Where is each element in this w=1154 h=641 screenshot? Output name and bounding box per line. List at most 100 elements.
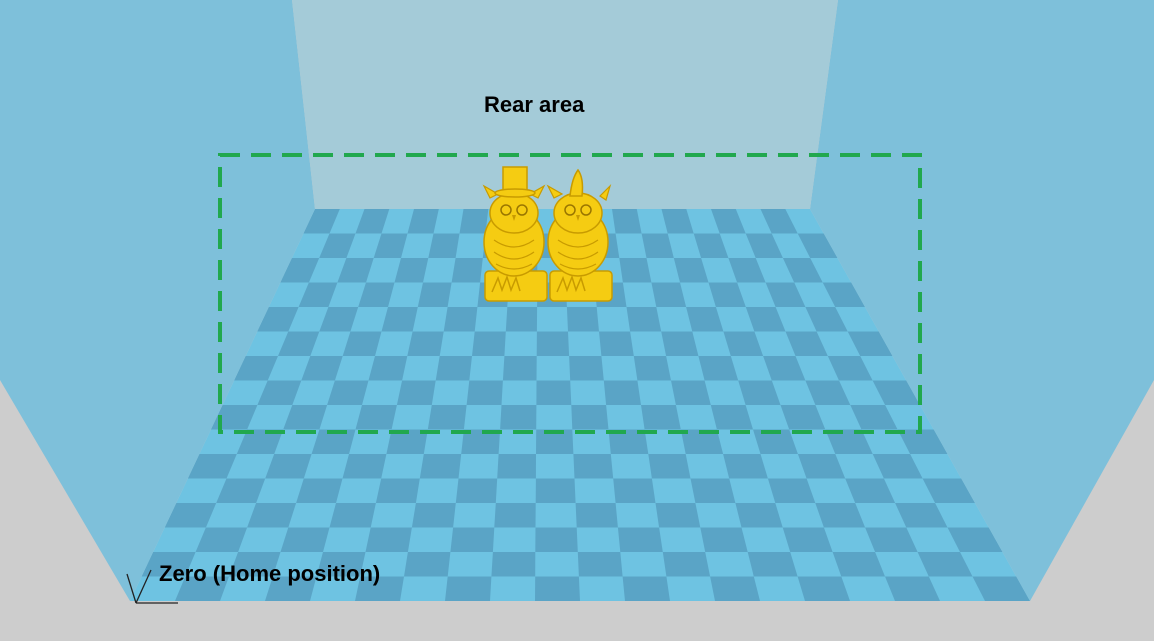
bed-checker-cell	[680, 429, 724, 454]
bed-checker-cell	[187, 454, 237, 479]
bed-checker-cell	[711, 209, 746, 234]
bed-checker-cell	[407, 331, 444, 356]
bed-checker-cell	[536, 380, 572, 405]
bed-checker-cell	[710, 576, 760, 601]
owl-feather-model[interactable]	[546, 168, 613, 302]
bed-checker-cell	[494, 503, 536, 528]
rear-area-outline	[218, 153, 922, 434]
bed-checker-cell	[216, 478, 266, 503]
bed-checker-cell	[175, 576, 229, 601]
bed-checker-cell	[865, 527, 918, 552]
bed-checker-cell	[502, 356, 537, 381]
bed-checker-cell	[234, 356, 278, 381]
bed-checker-cell	[577, 552, 623, 577]
bed-checker-cell	[278, 331, 320, 356]
bed-checker-cell	[394, 258, 429, 283]
bed-checker-cell	[763, 356, 806, 381]
left-wall	[0, 0, 315, 601]
bed-checker-cell	[411, 503, 456, 528]
bed-checker-cell	[782, 527, 833, 552]
bed-checker-cell	[327, 380, 369, 405]
bed-checker-cell	[917, 552, 973, 577]
bed-checker-cell	[236, 429, 284, 454]
bed-checker-cell	[491, 552, 536, 577]
right-wall	[810, 0, 1154, 601]
bed-checker-cell	[571, 405, 609, 430]
bed-checker-cell	[765, 282, 806, 307]
bed-checker-cell	[435, 356, 472, 381]
bed-checker-cell	[805, 307, 848, 332]
bed-checker-cell	[535, 527, 578, 552]
bed-checker-cell	[847, 331, 893, 356]
bed-checker-cell	[805, 380, 851, 405]
bed-checker-cell	[535, 576, 580, 601]
bed-checker-cell	[885, 576, 940, 601]
bed-checker-cell	[845, 478, 896, 503]
bed-checker-cell	[671, 380, 711, 405]
bed-checker-cell	[461, 429, 501, 454]
bed-checker-cell	[617, 527, 663, 552]
bed-checker-cell	[365, 527, 412, 552]
bed-checker-cell	[922, 478, 975, 503]
bed-checker-cell	[780, 405, 826, 430]
bed-checker-cell	[686, 307, 724, 332]
bed-checker-cell	[342, 331, 382, 356]
bed-checker-cell	[396, 380, 436, 405]
bed-checker-cell	[753, 429, 798, 454]
bed-checker-cell	[298, 282, 338, 307]
bed-checker-cell	[626, 307, 662, 332]
bed-checker-cell	[655, 503, 701, 528]
bed-checker-cell	[747, 552, 798, 577]
bed-checker-cell	[613, 478, 656, 503]
bed-checker-cell	[445, 576, 492, 601]
bed-checker-cell	[641, 405, 681, 430]
bed-checker-cell	[573, 454, 614, 479]
bed-checker-cell	[455, 478, 498, 503]
bed-checker-cell	[760, 209, 798, 234]
bed-checker-cell	[825, 429, 873, 454]
bed-checker-cell	[386, 429, 428, 454]
bed-checker-cell	[427, 405, 467, 430]
bed-checker-cell	[280, 258, 320, 283]
axis-origin-icon	[126, 569, 178, 604]
bed-checker-cell	[283, 405, 328, 430]
bed-checker-cell	[708, 282, 746, 307]
bed-checker-cell	[767, 478, 816, 503]
bed-checker-cell	[141, 552, 196, 577]
bed-checker-cell	[575, 503, 618, 528]
bed-checker-cell	[690, 478, 736, 503]
bed-checker-cell	[728, 258, 766, 283]
bed-checker-cell	[375, 478, 420, 503]
bed-checker-cell	[316, 552, 366, 577]
bed-checker-cell	[535, 478, 576, 503]
bed-checker-cell	[738, 380, 781, 405]
bed-checker-cell	[619, 258, 652, 283]
bed-checker-cell	[895, 503, 948, 528]
bed-checker-cell	[651, 282, 687, 307]
bed-checker-cell	[368, 356, 408, 381]
bed-checker-cell	[735, 503, 783, 528]
bed-checker-cell	[329, 503, 376, 528]
bed-checker-cell	[832, 552, 885, 577]
bed-checker-cell	[164, 503, 217, 528]
bed-checker-cell	[319, 307, 359, 332]
bed-checker-cell	[569, 356, 604, 381]
bed-checker-cell	[850, 405, 898, 430]
bed-checker-cell	[872, 454, 923, 479]
bed-checker-cell	[265, 454, 312, 479]
bed-checker-cell	[407, 209, 439, 234]
bed-checker-cell	[303, 209, 340, 234]
bed-checker-cell	[505, 307, 538, 332]
bed-checker-cell	[673, 258, 709, 283]
bed-checker-cell	[723, 454, 768, 479]
bed-checker-cell	[257, 307, 299, 332]
bed-checker-cell	[662, 552, 711, 577]
bed-checker-cell	[280, 527, 330, 552]
owl-top-hat-model[interactable]	[482, 166, 548, 302]
bed-checker-cell	[195, 527, 248, 552]
bed-checker-cell	[404, 552, 451, 577]
bed-checker-cell	[536, 331, 570, 356]
bed-checker-cell	[466, 380, 503, 405]
